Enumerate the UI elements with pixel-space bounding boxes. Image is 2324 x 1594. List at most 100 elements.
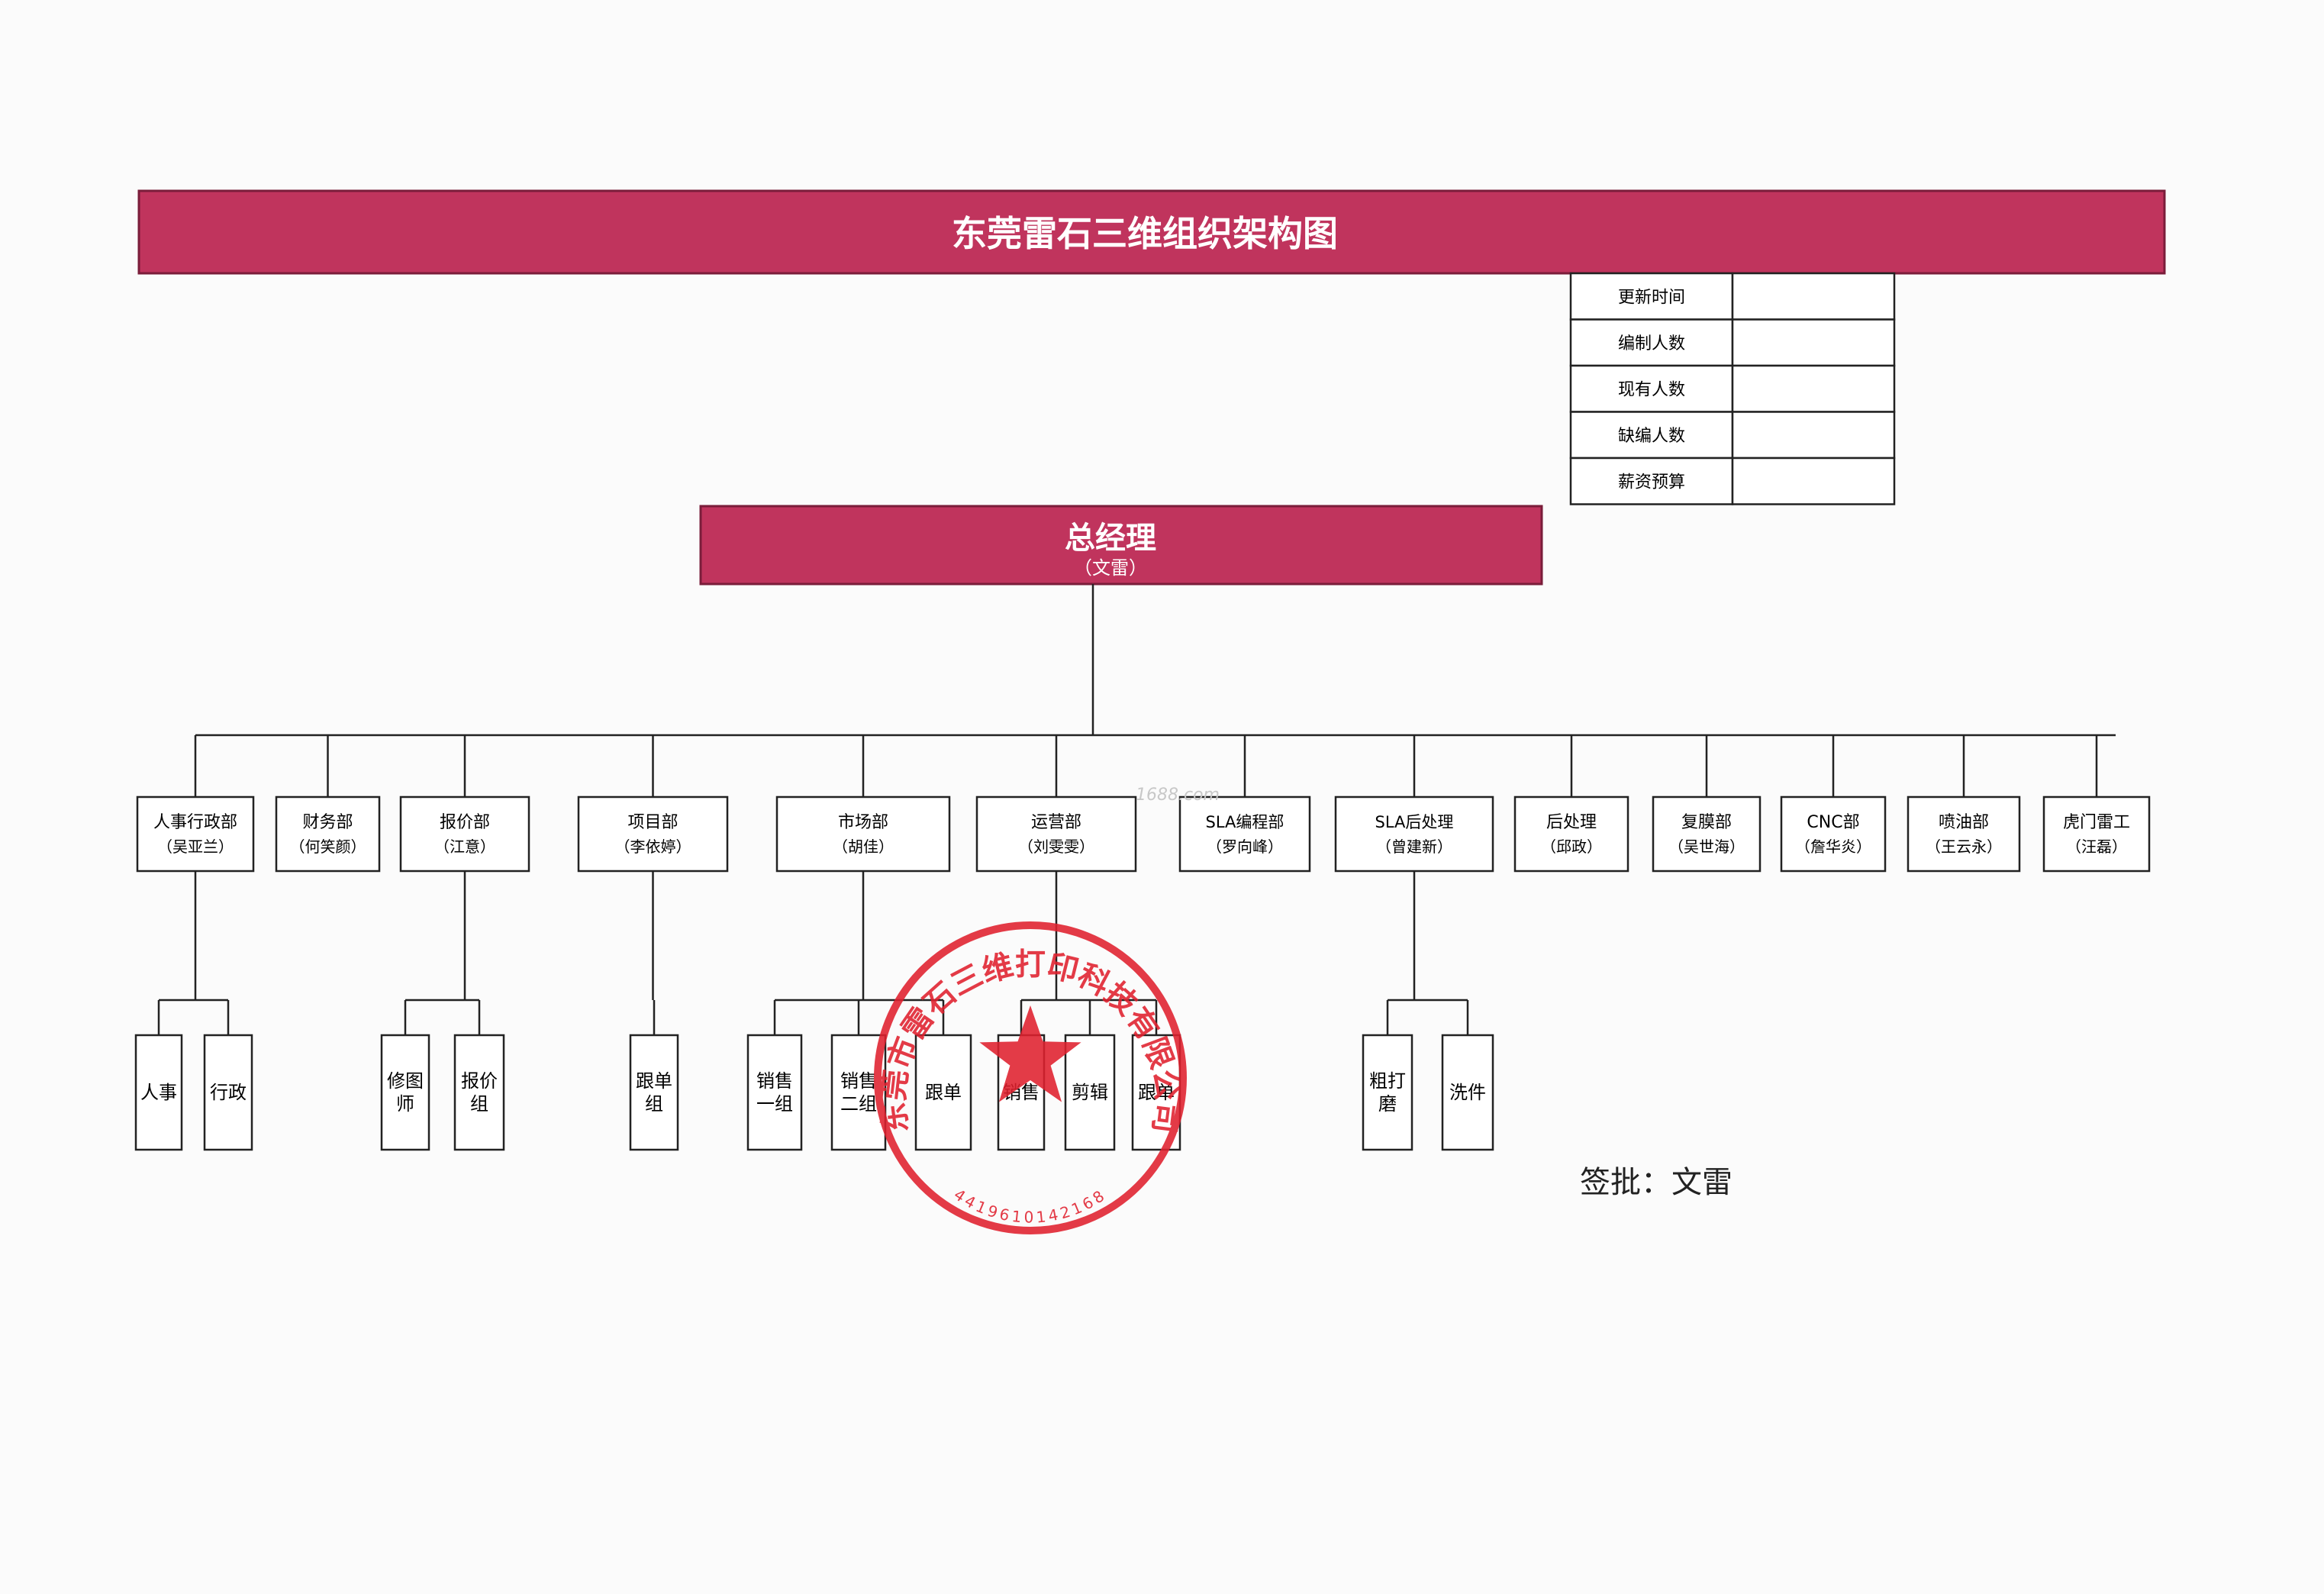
department-node: SLA编程部 （罗向峰）: [1178, 795, 1311, 873]
subunit-node: 销售一组: [746, 1034, 803, 1151]
title-banner: 东莞雷石三维组织架构图: [137, 189, 2166, 275]
department-title: 报价部: [440, 813, 490, 832]
document-title: 东莞雷石三维组织架构图: [952, 213, 1338, 254]
department-box: [1652, 795, 1762, 873]
subunit-box: [1362, 1034, 1413, 1151]
department-node: 市场部 （胡佳）: [775, 795, 951, 873]
subunit-box: [629, 1034, 679, 1151]
general-manager-title: 总经理: [1065, 521, 1156, 556]
subunit-label: 人事: [140, 1082, 177, 1103]
department-title: 财务部: [302, 813, 353, 832]
info-table-label-cell: [1569, 457, 1734, 505]
info-table-value-cell: [1731, 272, 1896, 321]
subunit-box: [1064, 1034, 1116, 1151]
department-title: 人事行政部: [153, 813, 237, 832]
watermark-text: 1688.com: [1136, 786, 1220, 805]
subunit-label: 洗件: [1449, 1082, 1486, 1103]
subunit-box: [914, 1034, 972, 1151]
subunit-box: [746, 1034, 803, 1151]
department-title: 复膜部: [1681, 813, 1732, 832]
subunit-label: 跟单: [1138, 1082, 1175, 1103]
department-node: CNC部 （詹华炎）: [1780, 795, 1887, 873]
info-table-label: 更新时间: [1618, 288, 1685, 307]
subunit-node: 跟单: [914, 1034, 972, 1151]
subunit-node: 修图师: [380, 1034, 430, 1151]
department-node: 人事行政部 （吴亚兰）: [136, 795, 255, 873]
department-title: SLA后处理: [1375, 813, 1454, 831]
department-head-name: （刘雯雯）: [1018, 837, 1094, 856]
subunit-box: [1441, 1034, 1494, 1151]
info-table-value-cell: [1731, 411, 1896, 460]
department-title: 运营部: [1031, 813, 1081, 832]
department-node: 财务部 （何笑颜）: [275, 795, 381, 873]
info-table-label: 薪资预算: [1618, 473, 1685, 492]
department-box: [136, 795, 255, 873]
department-node: 后处理（邱政）: [1513, 795, 1629, 873]
department-node: 报价部 （江意）: [399, 795, 530, 873]
connector-lines: [157, 584, 2116, 1035]
department-node: 复膜部 （吴世海）: [1652, 795, 1762, 873]
info-table-label: 缺编人数: [1618, 427, 1685, 446]
department-box: [1178, 795, 1311, 873]
department-title: 喷油部: [1939, 813, 1989, 832]
department-node: 运营部 （刘雯雯）: [975, 795, 1137, 873]
department-box: [1907, 795, 2021, 873]
signature-text: 签批：文雷: [1580, 1165, 1733, 1200]
department-head-name: （吴亚兰）: [157, 837, 234, 856]
general-manager-name: （文雷）: [1074, 557, 1147, 579]
info-table-value-cell: [1731, 457, 1896, 505]
subunit-node: 行政: [203, 1034, 253, 1151]
department-node: 项目部 （李依婷）: [577, 795, 729, 873]
department-box: [2042, 795, 2151, 873]
general-manager-node: 总经理 （文雷）: [699, 505, 1543, 586]
info-table-value-cell: [1731, 318, 1896, 367]
subunit-box: [134, 1034, 183, 1151]
department-head-name: （汪磊）: [2066, 837, 2127, 856]
department-row: 人事行政部 （吴亚兰） 财务部 （何笑颜） 报价部 （江意） 项目部 （李依婷） 市场部 （胡佳）…: [136, 795, 2151, 873]
department-box: [1334, 795, 1494, 873]
info-table-label: 编制人数: [1618, 334, 1685, 353]
department-node: 喷油部 （王云永）: [1907, 795, 2021, 873]
subunit-node: 跟单: [1131, 1034, 1181, 1151]
subunit-box: [453, 1034, 505, 1151]
subunit-label: 报价组: [461, 1070, 498, 1115]
subunit-label: 修图师: [387, 1070, 424, 1115]
subunit-node: 粗打磨: [1362, 1034, 1413, 1151]
subunit-node: 人事: [134, 1034, 183, 1151]
subunit-box: [1131, 1034, 1181, 1151]
subunit-node: 报价组: [453, 1034, 505, 1151]
department-head-name: （吴世海）: [1668, 837, 1745, 856]
department-head-name: （何笑颜）: [290, 837, 366, 856]
department-box: [577, 795, 729, 873]
subunit-label: 粗打磨: [1369, 1070, 1406, 1115]
subunit-label: 剪辑: [1072, 1082, 1108, 1103]
department-head-name: （詹华炎）: [1795, 837, 1871, 856]
subunit-node: 洗件: [1441, 1034, 1494, 1151]
info-table-label-cell: [1569, 272, 1734, 321]
subunit-label: 销售二组: [840, 1070, 877, 1115]
department-box: [975, 795, 1137, 873]
department-head-name: （罗向峰）: [1207, 837, 1283, 856]
subunit-box: [380, 1034, 430, 1151]
department-head-name: （王云永）: [1926, 837, 2002, 856]
department-box: [1780, 795, 1887, 873]
department-title: 市场部: [838, 813, 888, 832]
department-head-name: （李依婷）: [615, 837, 691, 856]
department-head-name: （邱政）: [1541, 837, 1602, 856]
department-head-name: （江意）: [434, 837, 495, 856]
department-box: [1513, 795, 1629, 873]
subunit-label: 行政: [210, 1082, 247, 1103]
info-table-value-cell: [1731, 364, 1896, 413]
department-title: SLA编程部: [1206, 813, 1284, 831]
department-title: 项目部: [627, 813, 678, 832]
department-title: CNC部: [1807, 813, 1859, 832]
subunit-label: 跟单: [925, 1082, 962, 1103]
department-head-name: （胡佳）: [833, 837, 894, 856]
department-node: SLA后处理（曾建新）: [1334, 795, 1494, 873]
department-node: 虎门雷工（汪磊）: [2042, 795, 2151, 873]
department-box: [399, 795, 530, 873]
subunit-box: [203, 1034, 253, 1151]
subunit-node: 跟单组: [629, 1034, 679, 1151]
